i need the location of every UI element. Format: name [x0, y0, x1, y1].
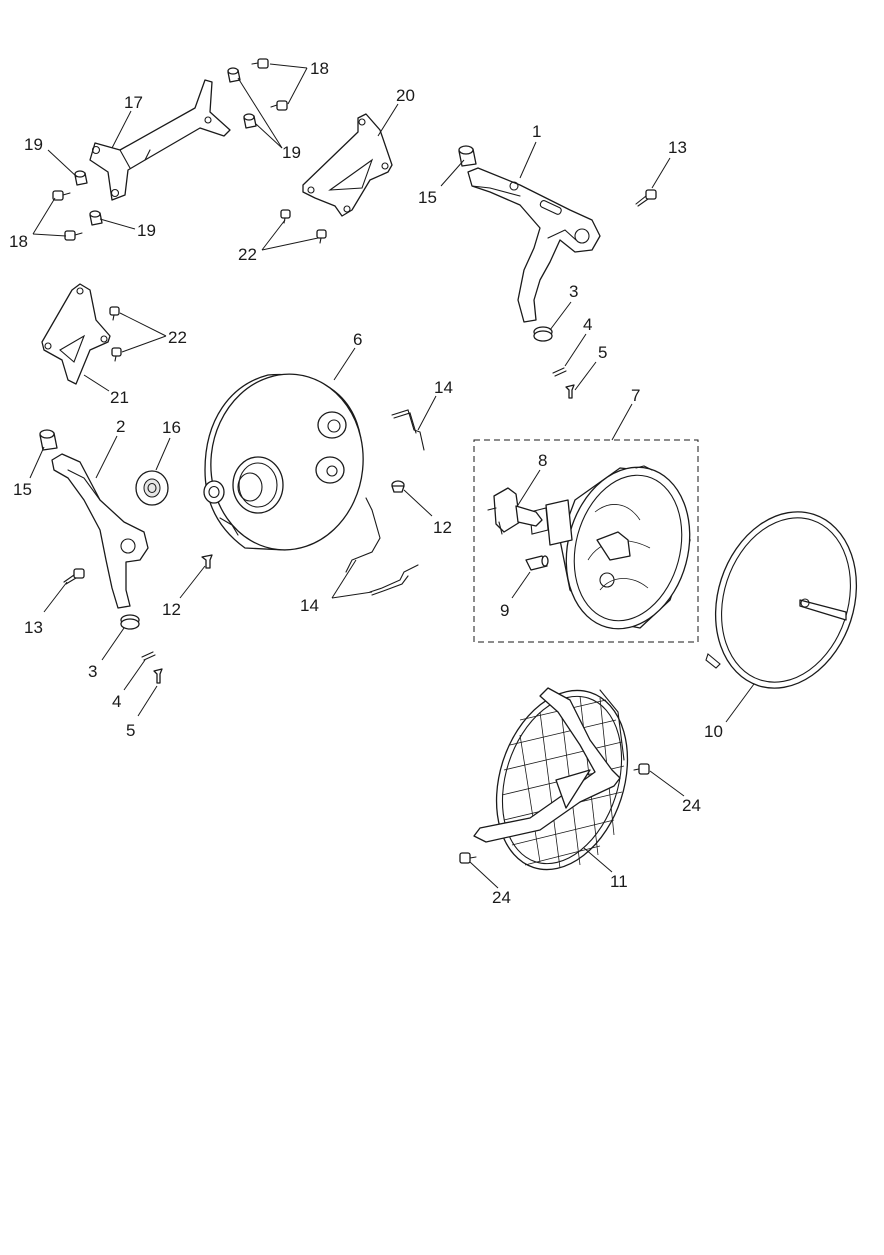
part-7-headlamp-unit [529, 465, 691, 630]
part-15-bush-right [458, 145, 477, 167]
callout-24-upper: 24 [682, 796, 701, 815]
callout-17: 17 [124, 93, 143, 112]
callout-11: 11 [610, 872, 628, 891]
part-7-assembly-box [473, 439, 699, 643]
callout-labels: 17 18 19 20 19 18 19 22 1 15 13 22 21 3 … [9, 59, 723, 907]
part-16-grommet [135, 470, 169, 506]
leader-lines [29, 63, 755, 889]
callout-3-left: 3 [88, 662, 97, 681]
part-21-bracket [41, 283, 111, 385]
part-22-screws-lower [109, 306, 122, 362]
part-1-bracket-arm [467, 167, 601, 323]
callout-14-lower: 14 [300, 596, 319, 615]
part-10-bezel-rim [705, 511, 858, 689]
callout-5-left: 5 [126, 721, 135, 740]
part-3-4-5-right [533, 326, 575, 399]
part-15-bush-left [39, 429, 58, 451]
callout-5-right: 5 [598, 343, 607, 362]
callout-1: 1 [532, 122, 541, 141]
part-20-bracket [302, 113, 393, 217]
callout-10: 10 [704, 722, 723, 741]
callout-20: 20 [396, 86, 415, 105]
part-19-bushes-left [74, 170, 103, 226]
callout-19-top: 19 [282, 143, 301, 162]
callout-13-left: 13 [24, 618, 43, 637]
callout-16: 16 [162, 418, 181, 437]
callout-15-right: 15 [418, 188, 437, 207]
part-8-bulb [487, 487, 543, 535]
callout-18-left: 18 [9, 232, 28, 251]
part-13-screw-right [635, 189, 657, 207]
callout-14-upper: 14 [434, 378, 453, 397]
callout-19-left-upper: 19 [24, 135, 43, 154]
part-14-wire-clips [345, 409, 425, 596]
callout-18-top: 18 [310, 59, 329, 78]
part-2-bracket-arm [51, 453, 149, 609]
part-24-screws [459, 763, 650, 864]
callout-12-right: 12 [433, 518, 452, 537]
callout-6: 6 [353, 330, 362, 349]
callout-4-right: 4 [583, 315, 592, 334]
callout-9: 9 [500, 601, 509, 620]
part-18-screws-top [251, 58, 288, 111]
part-13-screw-left [63, 568, 85, 585]
callout-24-lower: 24 [492, 888, 511, 907]
callout-3-right: 3 [569, 282, 578, 301]
callout-2: 2 [116, 417, 125, 436]
callout-22-upper: 22 [238, 245, 257, 264]
part-9-small-bulb [525, 555, 549, 571]
part-22-screws-upper [280, 209, 327, 244]
callout-13-right: 13 [668, 138, 687, 157]
callout-22-lower: 22 [168, 328, 187, 347]
callout-8: 8 [538, 451, 547, 470]
part-6-headlamp-shell [203, 373, 364, 551]
part-11-mesh-grille [473, 687, 629, 871]
callout-19-left-lower: 19 [137, 221, 156, 240]
part-3-4-5-left [120, 614, 163, 684]
part-18-screws-left [52, 190, 83, 241]
part-12-screws [201, 480, 405, 569]
part-19-bushes-top [227, 67, 257, 129]
callout-21: 21 [110, 388, 129, 407]
part-17-bracket [89, 79, 231, 201]
callout-15-left: 15 [13, 480, 32, 499]
callout-7: 7 [631, 386, 640, 405]
callout-12-left: 12 [162, 600, 181, 619]
callout-4-left: 4 [112, 692, 121, 711]
